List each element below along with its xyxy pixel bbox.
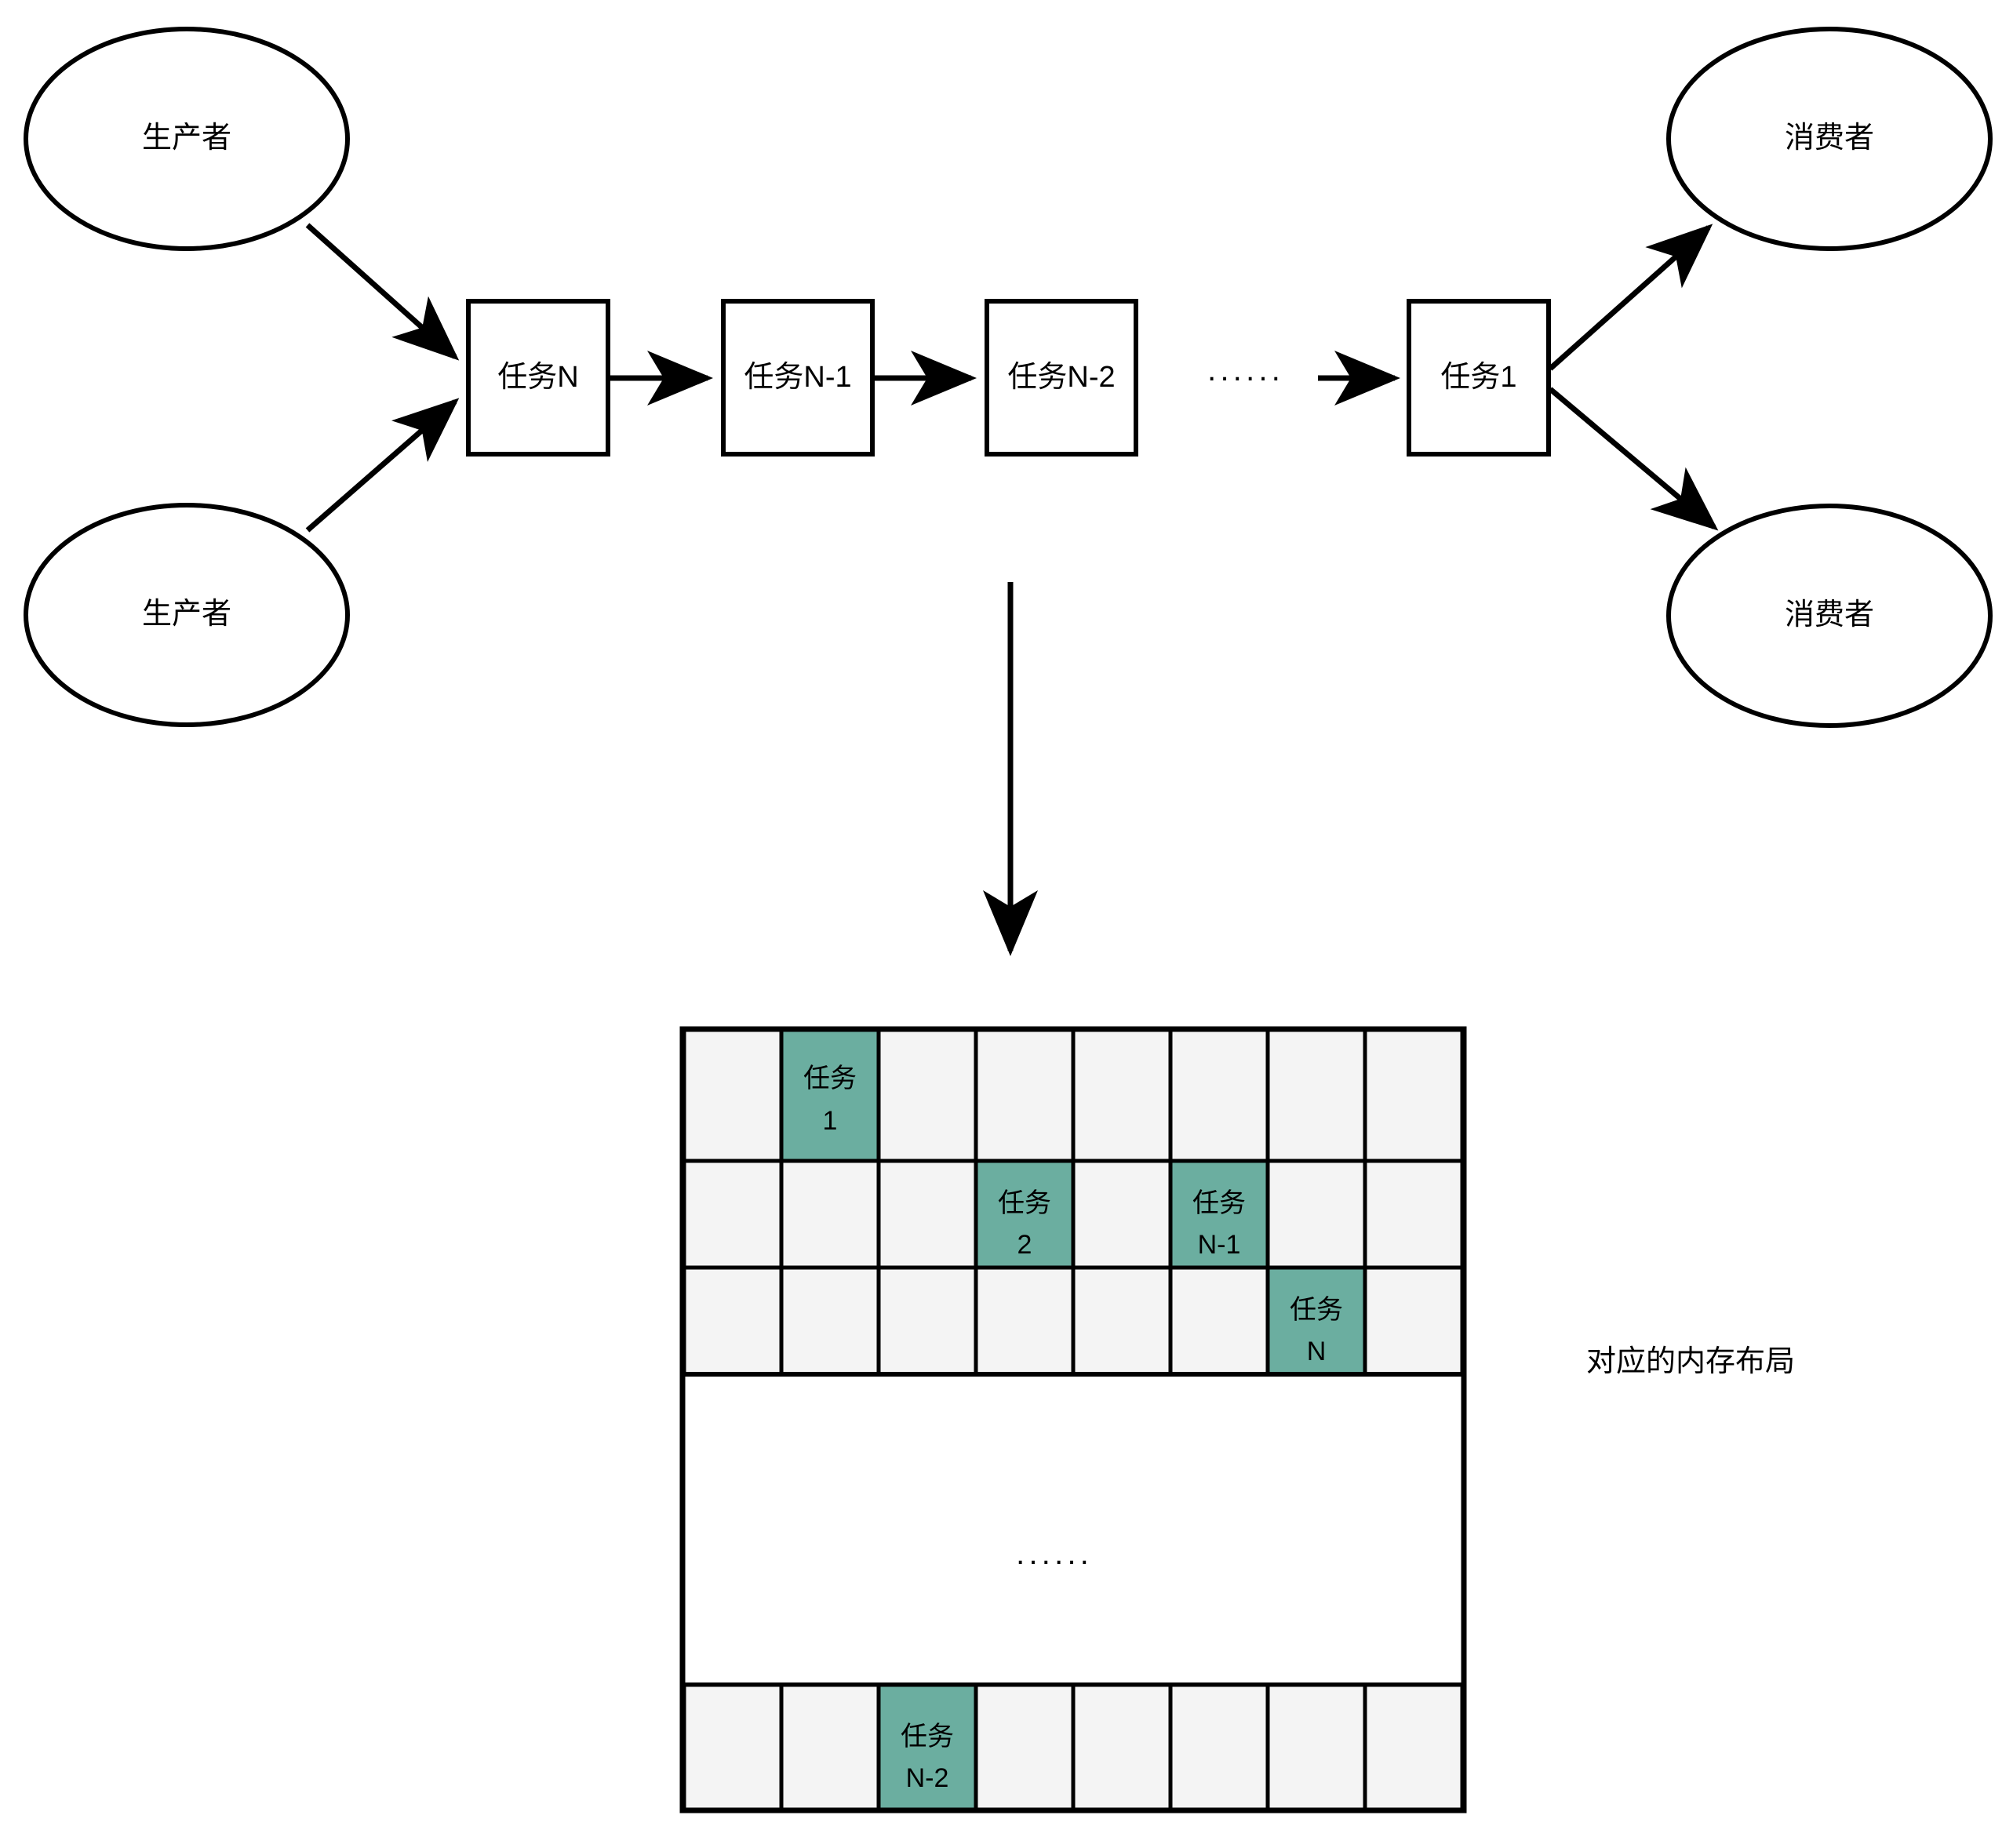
grid-cell[interactable] (1265, 1159, 1367, 1270)
task-box-n-minus-2[interactable]: 任务N-2 (985, 299, 1138, 457)
consumer-node-2[interactable]: 消费者 (1666, 504, 1993, 728)
task-box-n-minus-1-label: 任务N-1 (744, 361, 851, 394)
task-box-n-minus-1-rect (721, 299, 875, 457)
grid-cell[interactable] (1071, 1682, 1173, 1813)
memory-grid-row-2: 任务 2 任务 N-1 (682, 1159, 1465, 1270)
grid-cell-task-n-minus-2-line1: 任务 (901, 1722, 954, 1752)
edge-producer1-to-taskN (305, 223, 460, 361)
grid-cell[interactable] (1168, 1028, 1270, 1163)
grid-cell[interactable] (1265, 1028, 1367, 1163)
memory-grid-ellipsis: ······ (1015, 1544, 1092, 1578)
grid-cell[interactable] (974, 1028, 1076, 1163)
memory-grid-gap-row: ······ (680, 1372, 1466, 1687)
grid-cell-task-2-line2: 2 (1017, 1230, 1032, 1260)
consumer-ellipse-1 (1666, 27, 1993, 251)
task-box-n-minus-2-rect (985, 299, 1138, 457)
memory-grid-row-1: 任务 1 (682, 1028, 1465, 1163)
grid-cell-task-n-line1: 任务 (1290, 1295, 1343, 1325)
memory-grid-row-4: 任务 N-2 (682, 1682, 1465, 1813)
consumer-label-1: 消费者 (1785, 122, 1874, 155)
producer-node-1[interactable]: 生产者 (24, 27, 350, 251)
grid-cell[interactable] (974, 1265, 1076, 1377)
producer-node-2[interactable]: 生产者 (24, 503, 350, 727)
edge-producer2-to-taskN (305, 398, 460, 533)
grid-cell[interactable] (1168, 1682, 1270, 1813)
grid-cell[interactable] (682, 1682, 784, 1813)
memory-grid-gap-rect (680, 1372, 1466, 1687)
grid-cell[interactable] (779, 1682, 881, 1813)
grid-cell-task-n-minus-1-line2: N-1 (1198, 1230, 1241, 1260)
edge-task1-to-consumer1 (1548, 224, 1713, 371)
task-box-1-rect (1407, 299, 1551, 457)
grid-cell[interactable] (1363, 1682, 1465, 1813)
producer-label-2: 生产者 (142, 598, 231, 631)
grid-cell-task-1[interactable] (779, 1028, 881, 1163)
grid-cell-task-2-line1: 任务 (998, 1188, 1051, 1218)
consumer-ellipse-2 (1666, 504, 1993, 728)
producer-ellipse-2 (24, 503, 350, 727)
grid-cell-task-1-line2: 1 (823, 1106, 838, 1136)
grid-cell[interactable] (1071, 1159, 1173, 1270)
task-box-n-label: 任务N (497, 361, 578, 394)
grid-cell[interactable] (876, 1159, 978, 1270)
grid-cell[interactable] (1363, 1265, 1465, 1377)
grid-cell-task-n-line2: N (1307, 1337, 1327, 1366)
grid-cell[interactable] (876, 1265, 978, 1377)
consumer-label-2: 消费者 (1785, 598, 1874, 631)
grid-cell[interactable] (682, 1159, 784, 1270)
grid-cell[interactable] (682, 1028, 784, 1163)
grid-cell[interactable] (1071, 1028, 1173, 1163)
edge-task1-to-consumer2 (1548, 387, 1719, 531)
grid-cell[interactable] (682, 1265, 784, 1377)
grid-cell-task-n[interactable] (1265, 1265, 1367, 1377)
task-box-1-label: 任务1 (1440, 361, 1516, 394)
grid-cell[interactable] (1363, 1028, 1465, 1163)
consumer-node-1[interactable]: 消费者 (1666, 27, 1993, 251)
task-box-n-minus-2-label: 任务N-2 (1007, 361, 1115, 394)
task-box-n-rect (466, 299, 610, 457)
grid-cell-task-n-minus-2-line2: N-2 (906, 1763, 949, 1793)
grid-cell[interactable] (1363, 1159, 1465, 1270)
grid-cell[interactable] (1265, 1682, 1367, 1813)
grid-cell-task-2[interactable] (974, 1159, 1076, 1270)
producer-ellipse-1 (24, 27, 350, 251)
memory-grid-row-3: 任务 N (682, 1265, 1465, 1377)
grid-cell-task-n-minus-1-line1: 任务 (1192, 1188, 1246, 1218)
producer-label-1: 生产者 (142, 122, 231, 155)
grid-cell[interactable] (1071, 1265, 1173, 1377)
task-box-n-minus-1[interactable]: 任务N-1 (721, 299, 875, 457)
memory-grid-outer-border (679, 1026, 1467, 1813)
grid-cell[interactable] (1168, 1265, 1270, 1377)
grid-cell[interactable] (974, 1682, 1076, 1813)
memory-layout-caption: 对应的内存布局 (1586, 1345, 1795, 1378)
grid-cell[interactable] (779, 1159, 881, 1270)
task-box-n[interactable]: 任务N (466, 299, 610, 457)
grid-cell-task-1-line1: 任务 (803, 1064, 857, 1093)
flow-ellipsis: ······ (1207, 360, 1283, 395)
grid-cell[interactable] (876, 1028, 978, 1163)
task-box-1[interactable]: 任务1 (1407, 299, 1551, 457)
grid-cell[interactable] (779, 1265, 881, 1377)
